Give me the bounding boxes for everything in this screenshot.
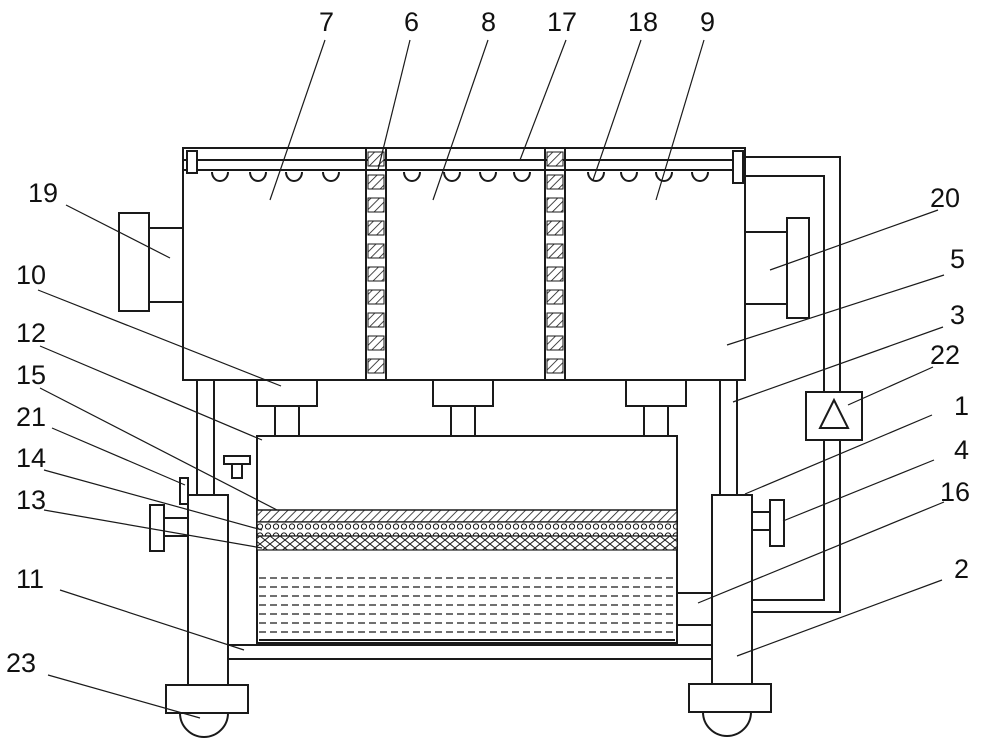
callout-1: 1 <box>954 391 969 421</box>
callout-21: 21 <box>16 402 46 432</box>
right-outlet-unit <box>744 217 810 319</box>
callout-5: 5 <box>950 244 965 274</box>
callout-20: 20 <box>930 183 960 213</box>
callout-18: 18 <box>628 7 658 37</box>
callout-23: 23 <box>6 648 36 678</box>
callout-8: 8 <box>481 7 496 37</box>
adjust-knobs <box>149 477 785 552</box>
callout-11: 11 <box>16 564 44 594</box>
callout-2: 2 <box>954 554 969 584</box>
callout-14: 14 <box>16 443 46 473</box>
callout-4: 4 <box>954 435 969 465</box>
callout-15: 15 <box>16 360 46 390</box>
callout-3: 3 <box>950 300 965 330</box>
support-frame <box>187 156 841 686</box>
spray-nozzles <box>211 171 709 182</box>
callout-19: 19 <box>28 178 58 208</box>
callout-labels: 7 6 8 17 18 9 19 20 5 10 3 12 22 15 1 21… <box>6 7 970 678</box>
callout-17: 17 <box>547 7 577 37</box>
lower-tank <box>223 435 713 644</box>
callout-16: 16 <box>940 477 970 507</box>
callout-22: 22 <box>930 340 960 370</box>
callout-10: 10 <box>16 260 46 290</box>
leader-lines <box>37 39 945 719</box>
pump <box>805 391 863 441</box>
callout-7: 7 <box>319 7 334 37</box>
callout-9: 9 <box>700 7 715 37</box>
drain-connectors <box>256 379 687 437</box>
callout-13: 13 <box>16 485 46 515</box>
wheels <box>165 683 772 738</box>
callout-6: 6 <box>404 7 419 37</box>
partition-walls <box>365 147 566 381</box>
callout-12: 12 <box>16 318 46 348</box>
left-fan-unit <box>118 212 184 312</box>
